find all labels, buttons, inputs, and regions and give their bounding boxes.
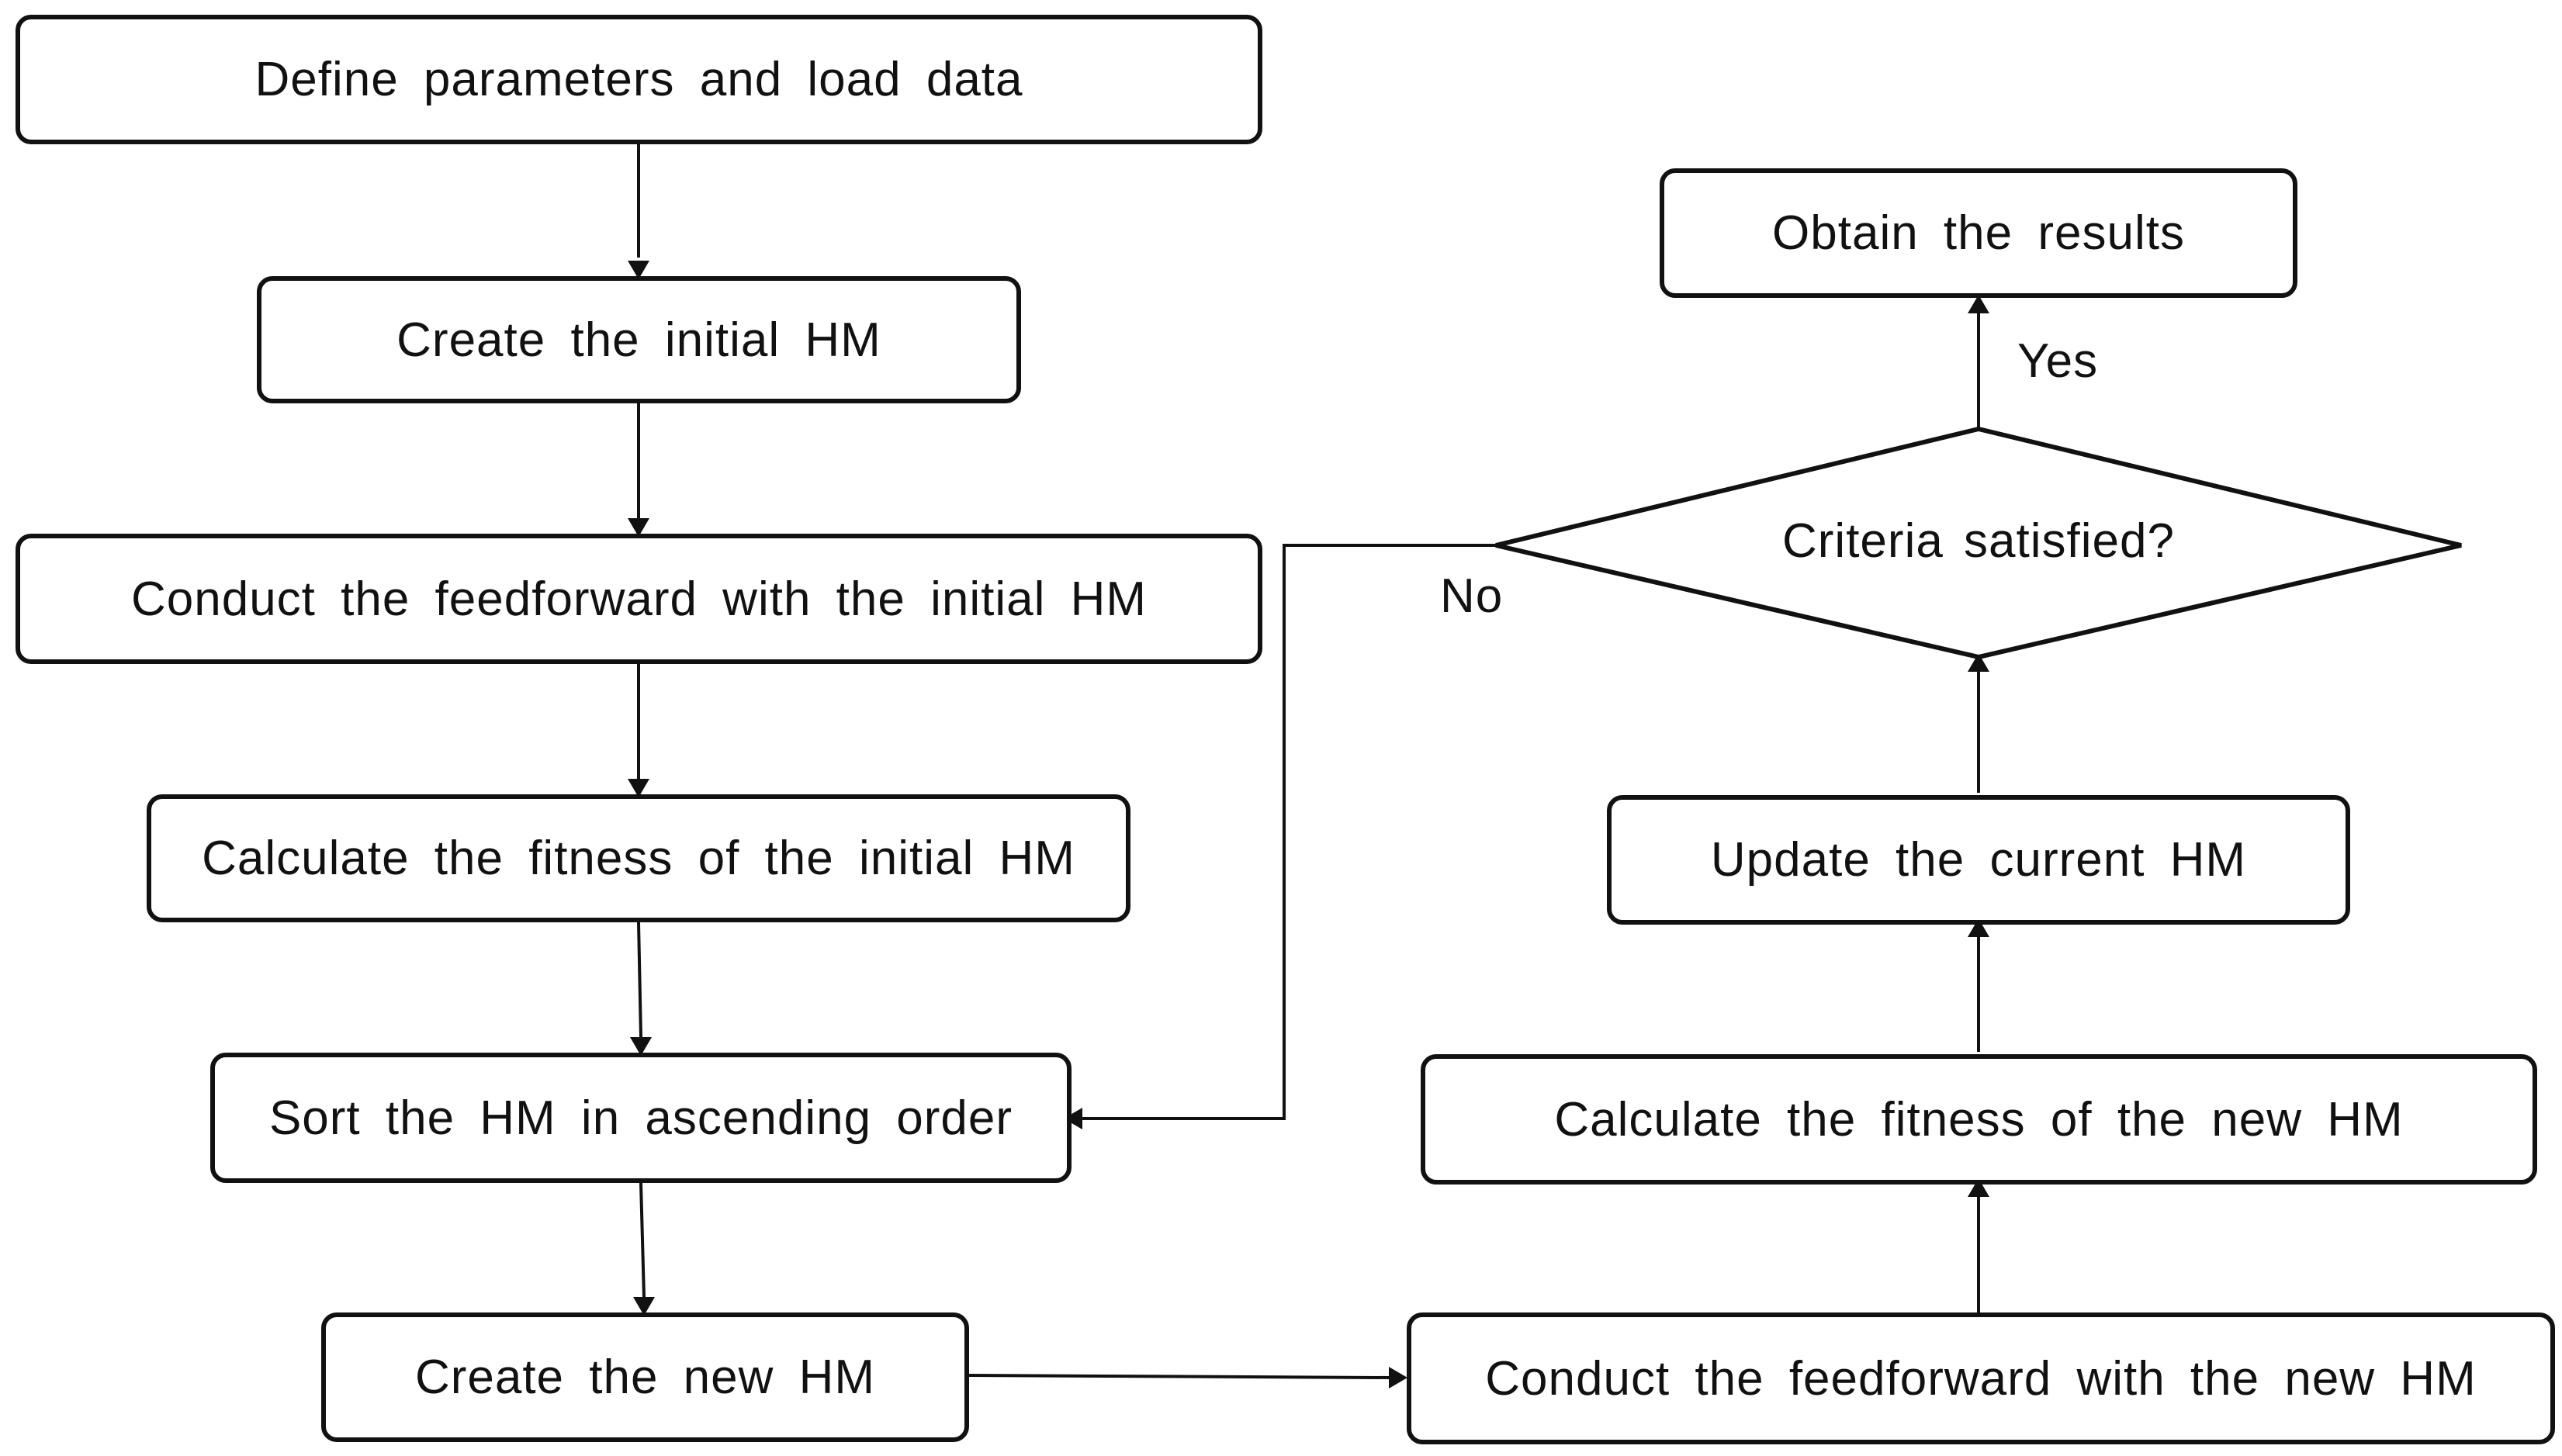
arrow-criteria-no-to-sort [1082, 544, 1496, 1120]
node-define-params-label: Define parameters and load data [254, 53, 1023, 106]
arrowhead [630, 1037, 652, 1056]
criteria-diamond [1495, 426, 2462, 660]
node-feedforward-initial: Conduct the feedforward with the initial… [16, 534, 1262, 664]
arrowhead [1968, 295, 1989, 313]
node-create-initial-hm-label: Create the initial HM [396, 313, 881, 367]
node-define-params: Define parameters and load data [16, 15, 1262, 144]
arrowhead [1968, 1178, 1989, 1197]
arrowhead [1968, 653, 1989, 672]
node-sort-hm-label: Sort the HM in ascending order [268, 1091, 1013, 1145]
node-fitness-new: Calculate the fitness of the new HM [1421, 1054, 2537, 1185]
node-fitness-initial-label: Calculate the fitness of the initial HM [202, 832, 1075, 885]
arrowhead [628, 261, 649, 279]
arrowhead [628, 779, 649, 797]
node-obtain-results-label: Obtain the results [1772, 206, 2185, 260]
edge-label-no: No [1440, 569, 1504, 623]
node-feedforward-initial-label: Conduct the feedforward with the initial… [130, 572, 1148, 626]
edge-label-yes: Yes [2017, 334, 2099, 388]
node-update-current-label: Update the current HM [1710, 833, 2247, 887]
node-fitness-new-label: Calculate the fitness of the new HM [1554, 1092, 2404, 1146]
node-update-current: Update the current HM [1607, 795, 2350, 925]
arrow-fitness-initial-to-sort [637, 922, 642, 1038]
arrow-create-new-to-feedforward-new [968, 1374, 1390, 1379]
node-obtain-results: Obtain the results [1660, 168, 2297, 298]
node-feedforward-new-label: Conduct the feedforward with the new HM [1485, 1351, 2477, 1406]
node-feedforward-new: Conduct the feedforward with the new HM [1407, 1312, 2555, 1444]
node-create-new-hm-label: Create the new HM [414, 1351, 876, 1404]
node-fitness-initial: Calculate the fitness of the initial HM [147, 794, 1130, 922]
arrowhead [1389, 1367, 1407, 1389]
node-sort-hm: Sort the HM in ascending order [210, 1053, 1072, 1183]
node-create-new-hm: Create the new HM [321, 1312, 969, 1442]
arrowhead [1064, 1108, 1082, 1129]
arrowhead [628, 518, 649, 537]
node-create-initial-hm: Create the initial HM [257, 276, 1021, 403]
arrowhead [1968, 918, 1989, 937]
arrow-sort-to-create-new [639, 1182, 646, 1298]
arrowhead [633, 1297, 655, 1316]
criteria-label: Criteria satisfied? [1782, 514, 2175, 568]
